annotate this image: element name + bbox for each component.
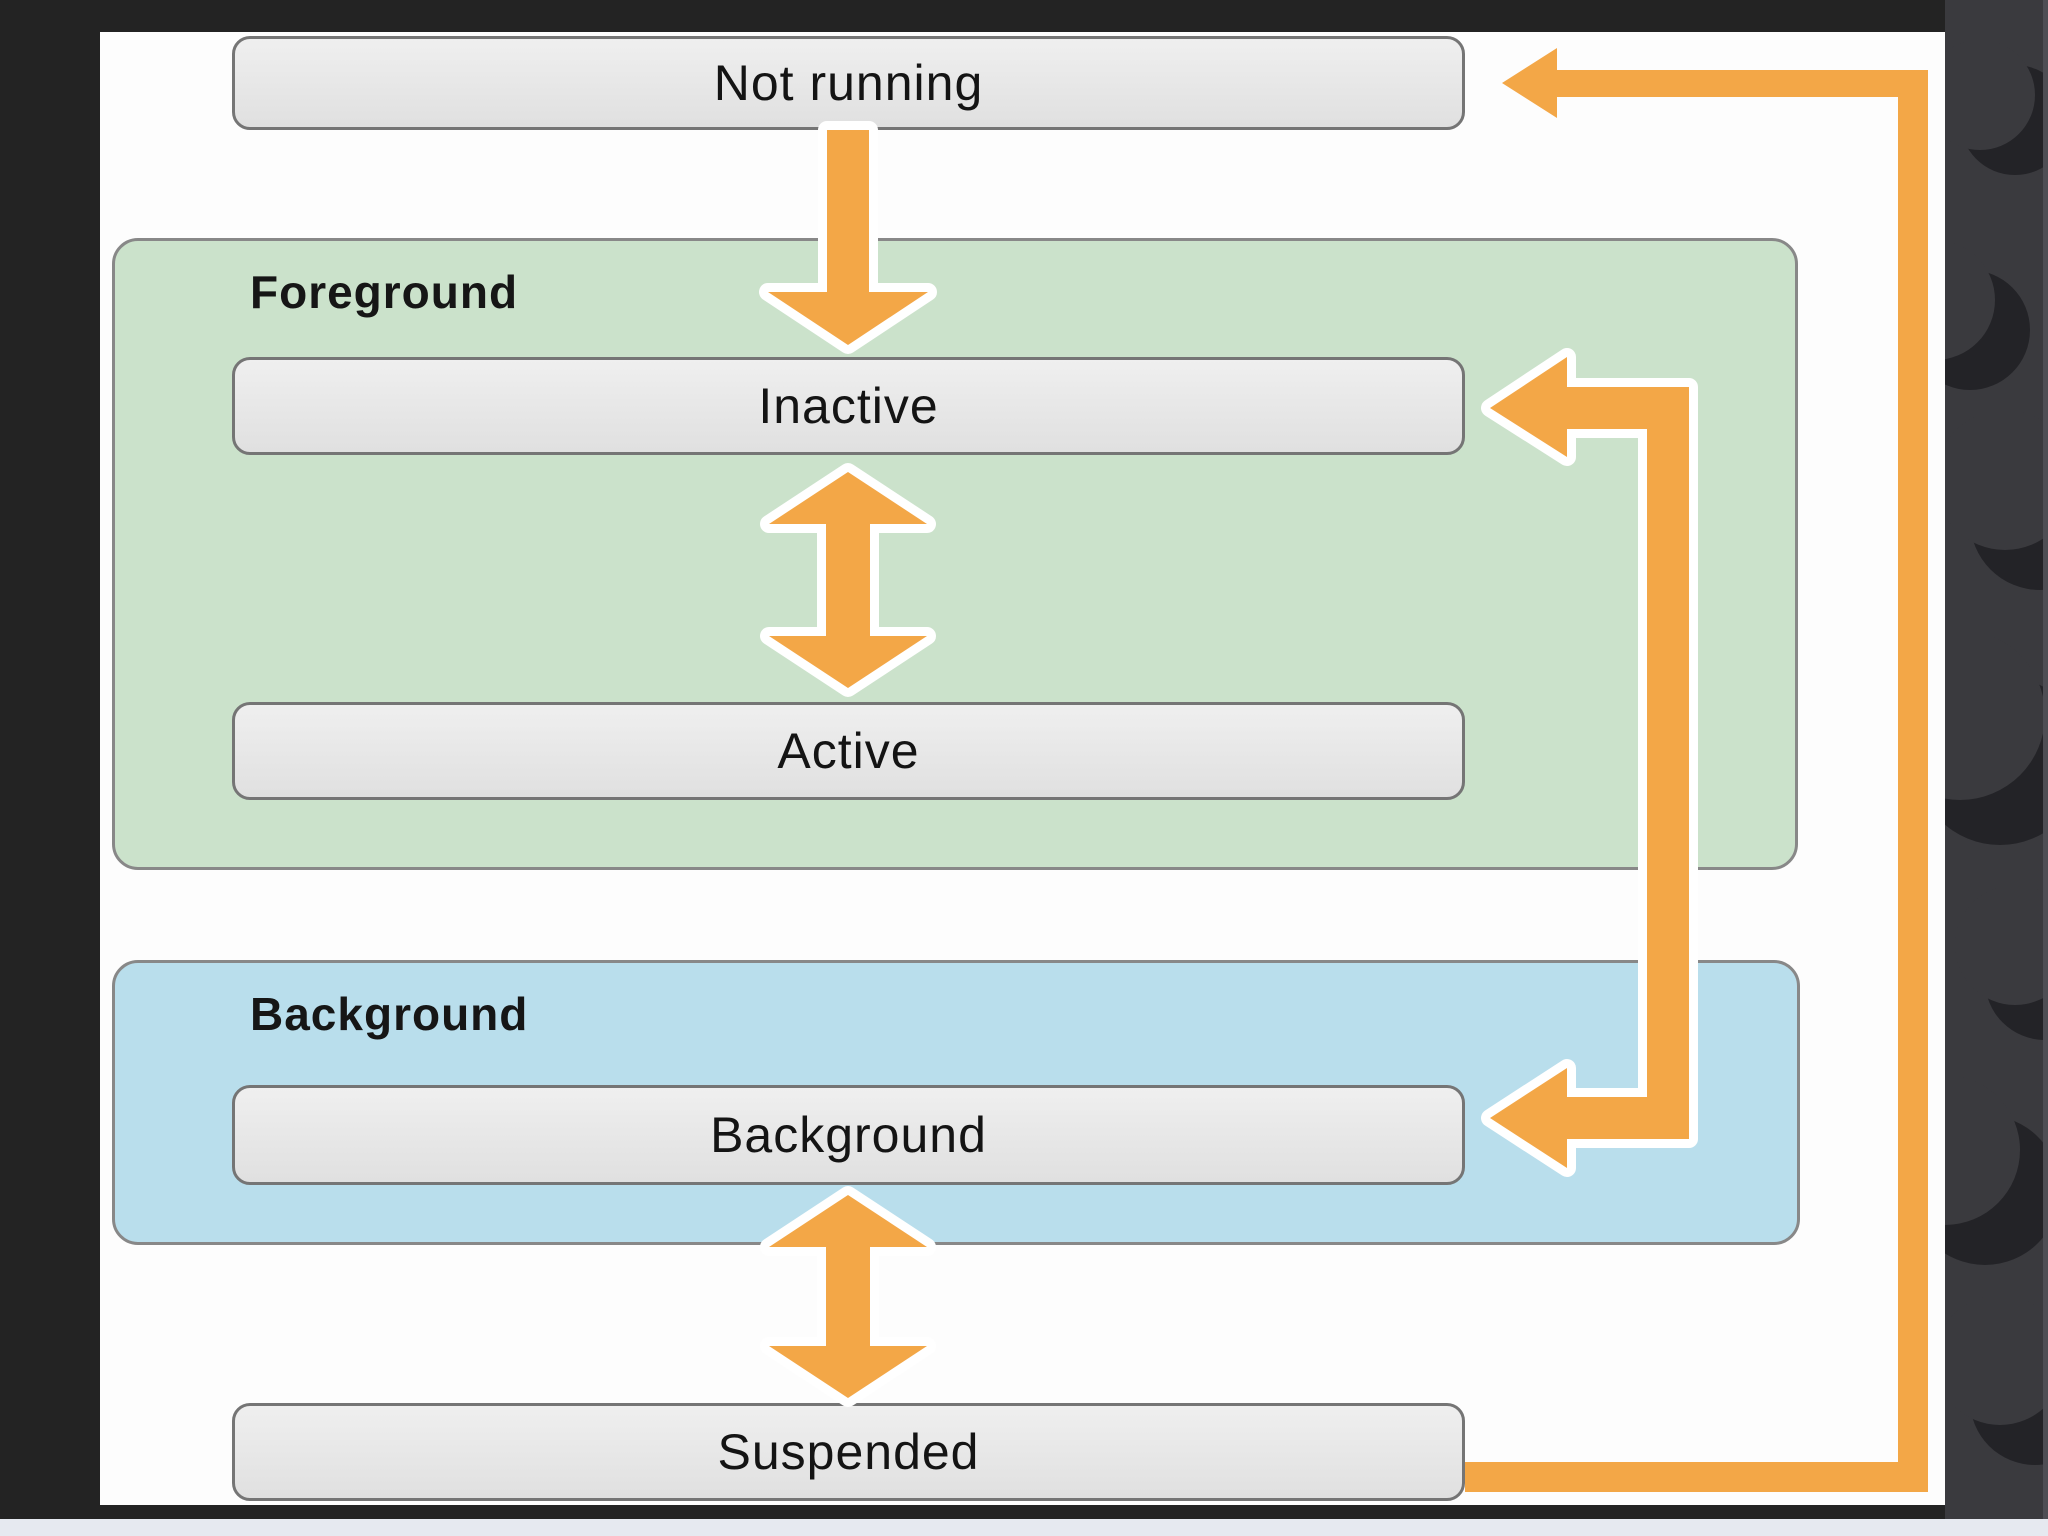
state-label-suspended: Suspended <box>717 1424 980 1480</box>
frame-bottom-light-strip <box>0 1519 2048 1536</box>
state-label-background: Background <box>710 1107 987 1163</box>
foreground-group-label: Foreground <box>250 266 519 318</box>
slide-canvas: Foreground Background Not running Inacti… <box>100 32 1945 1505</box>
frame-texture-band <box>1945 0 2048 1536</box>
state-box-inactive: Inactive <box>232 357 1465 455</box>
state-box-suspended: Suspended <box>232 1403 1465 1501</box>
state-label-inactive: Inactive <box>758 378 939 434</box>
texture-crescents-decoration <box>1945 40 2043 1465</box>
state-label-not-running: Not running <box>713 55 984 111</box>
state-box-background: Background <box>232 1085 1465 1185</box>
state-box-active: Active <box>232 702 1465 800</box>
state-box-not-running: Not running <box>232 36 1465 130</box>
background-group-label: Background <box>250 988 529 1040</box>
state-label-active: Active <box>777 723 920 779</box>
